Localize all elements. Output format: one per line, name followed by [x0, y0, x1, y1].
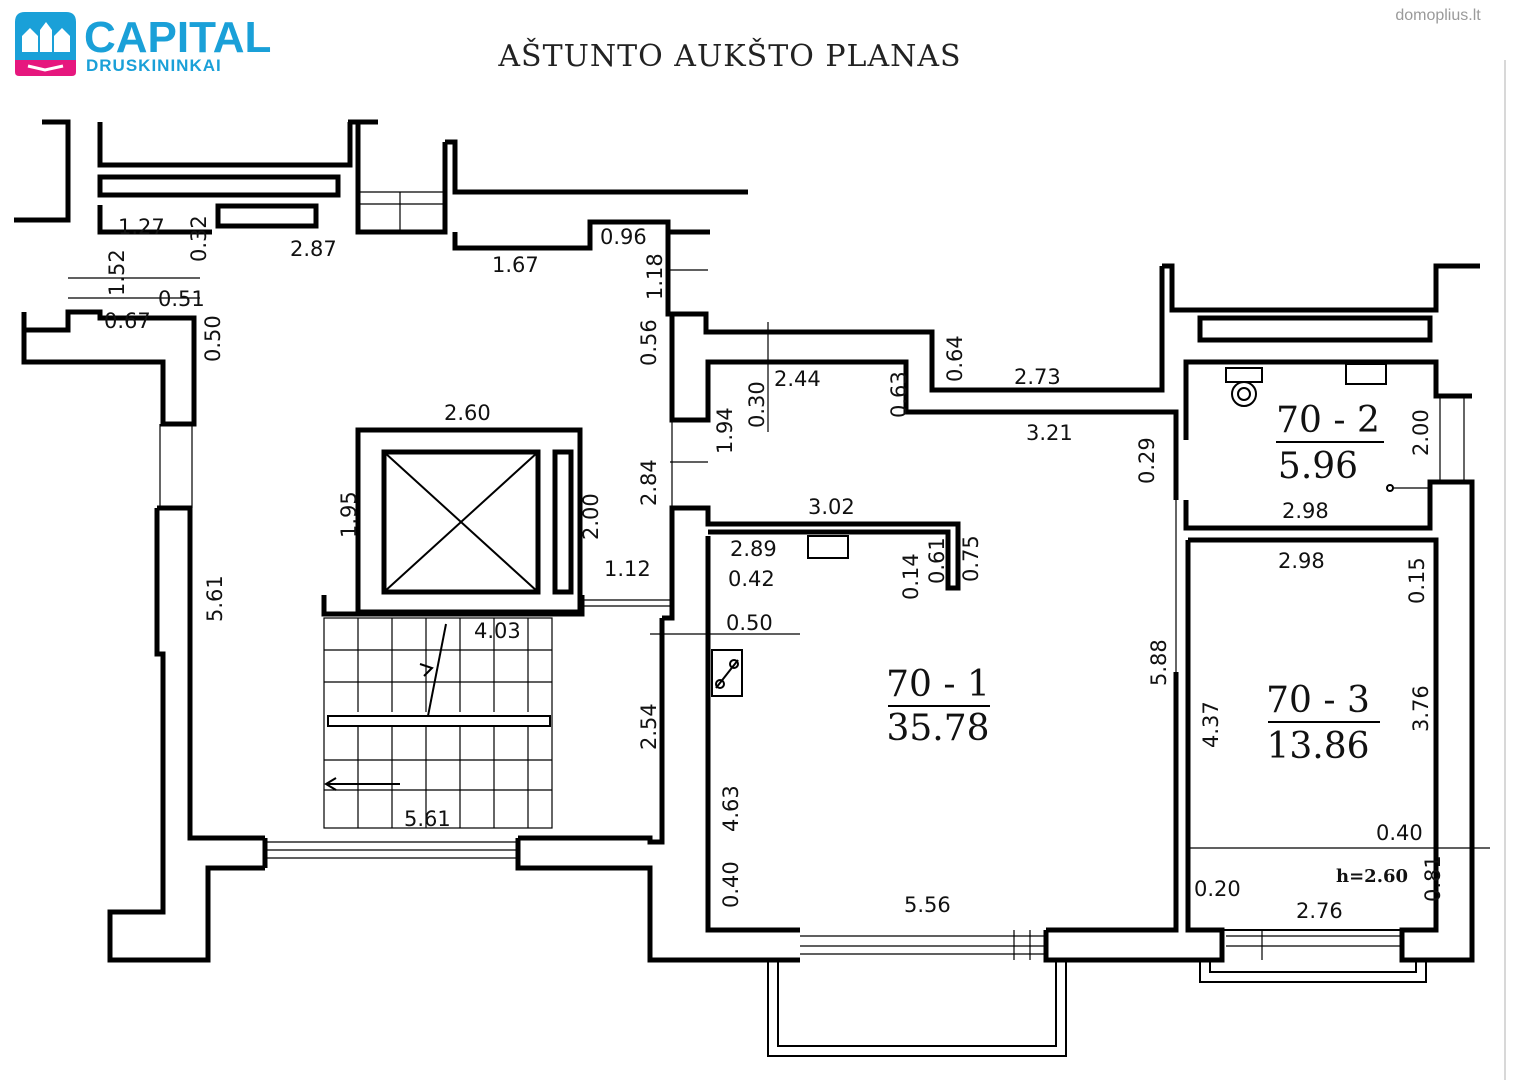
dimension-label: 0.56	[637, 319, 661, 366]
fixtures	[711, 363, 1430, 697]
dimension-label: 3.76	[1409, 685, 1433, 732]
logo-subtitle: DRUSKININKAI	[86, 56, 222, 75]
dimension-label: 1.27	[118, 215, 165, 239]
logo-name: CAPITAL	[84, 13, 271, 62]
dimension-label: 0.29	[1135, 437, 1159, 484]
dimension-label: 4.37	[1199, 701, 1223, 748]
dimension-label: 0.42	[728, 567, 775, 591]
windows	[159, 191, 1465, 960]
radiator-icon	[1345, 363, 1387, 385]
dimension-label: 0.63	[887, 371, 911, 418]
dimension-label: 0.75	[959, 535, 983, 582]
dimension-label: 2.98	[1282, 499, 1329, 523]
dimension-label: 2.44	[774, 367, 821, 391]
dimension-label: 5.88	[1147, 639, 1171, 686]
dimension-label: 1.12	[604, 557, 651, 581]
house-logo-icon	[15, 12, 76, 76]
dimension-label: 0.50	[726, 611, 773, 635]
dimension-label: 2.98	[1278, 549, 1325, 573]
dimension-label: 0.96	[600, 225, 647, 249]
dimension-label: 0.32	[187, 215, 211, 262]
radiator-icon	[807, 535, 849, 559]
room-area: 35.78	[886, 708, 989, 749]
room-id: 70 - 2	[1276, 400, 1380, 441]
dimension-label: 0.14	[899, 553, 923, 600]
dimension-label: 1.95	[337, 491, 361, 538]
dimension-label: 1.52	[105, 249, 129, 296]
dimension-labels: 1.27 0.32 2.87 1.52 0.51 0.67 0.50 1.67 …	[104, 215, 1445, 923]
toilet-icon	[1225, 367, 1263, 407]
dimension-label: 2.60	[444, 401, 491, 425]
dimension-label: 0.40	[1376, 821, 1423, 845]
dimension-label: 5.61	[203, 575, 227, 622]
dimension-label: 2.87	[290, 237, 337, 261]
dimension-label: 2.84	[637, 459, 661, 506]
plan-title: AŠTUNTO AUKŠTO PLANAS	[497, 38, 961, 74]
dimension-label: 0.61	[925, 537, 949, 584]
dimension-label: 5.61	[404, 807, 451, 831]
dimension-lines	[68, 269, 1490, 849]
dimension-label: 5.56	[904, 893, 951, 917]
dimension-label: 0.64	[943, 335, 967, 382]
room-70-1-label: 70 - 1 35.78	[886, 664, 990, 749]
dimension-label: 3.21	[1026, 421, 1073, 445]
electric-panel-icon	[711, 649, 743, 697]
dimension-label: 0.40	[719, 861, 743, 908]
room-70-3-label: 70 - 3 13.86	[1266, 680, 1380, 767]
dimension-label: 3.02	[808, 495, 855, 519]
dimension-label: 1.18	[643, 253, 667, 300]
dimension-label: 0.20	[1194, 877, 1241, 901]
dimension-label: 1.67	[492, 253, 539, 277]
dimension-label: 4.63	[719, 785, 743, 832]
watermark: domoplius.lt	[1395, 7, 1481, 24]
dimension-label: 2.76	[1296, 899, 1343, 923]
room-area: 13.86	[1266, 726, 1369, 767]
dimension-label: 0.81	[1421, 855, 1445, 902]
dimension-label: 2.54	[637, 703, 661, 750]
dimension-label: 0.30	[745, 381, 769, 428]
staircase	[323, 617, 553, 829]
company-logo: CAPITAL DRUSKININKAI	[15, 12, 271, 76]
dimension-label: 0.50	[201, 315, 225, 362]
ceiling-height-label: h=2.60	[1336, 866, 1408, 887]
dimension-label: 2.73	[1014, 365, 1061, 389]
room-id: 70 - 1	[886, 664, 990, 705]
dimension-label: 4.03	[474, 619, 521, 643]
dimension-label: 2.00	[579, 493, 603, 540]
dimension-label: 0.51	[158, 287, 205, 311]
dimension-label: 0.15	[1405, 557, 1429, 604]
dimension-label: 0.67	[104, 309, 151, 333]
dimension-label: 1.94	[713, 407, 737, 454]
room-70-2-label: 70 - 2 5.96	[1276, 400, 1384, 487]
room-id: 70 - 3	[1266, 680, 1370, 721]
dimension-label: 2.89	[730, 537, 777, 561]
dimension-label: 2.00	[1409, 409, 1433, 456]
room-area: 5.96	[1278, 446, 1358, 487]
